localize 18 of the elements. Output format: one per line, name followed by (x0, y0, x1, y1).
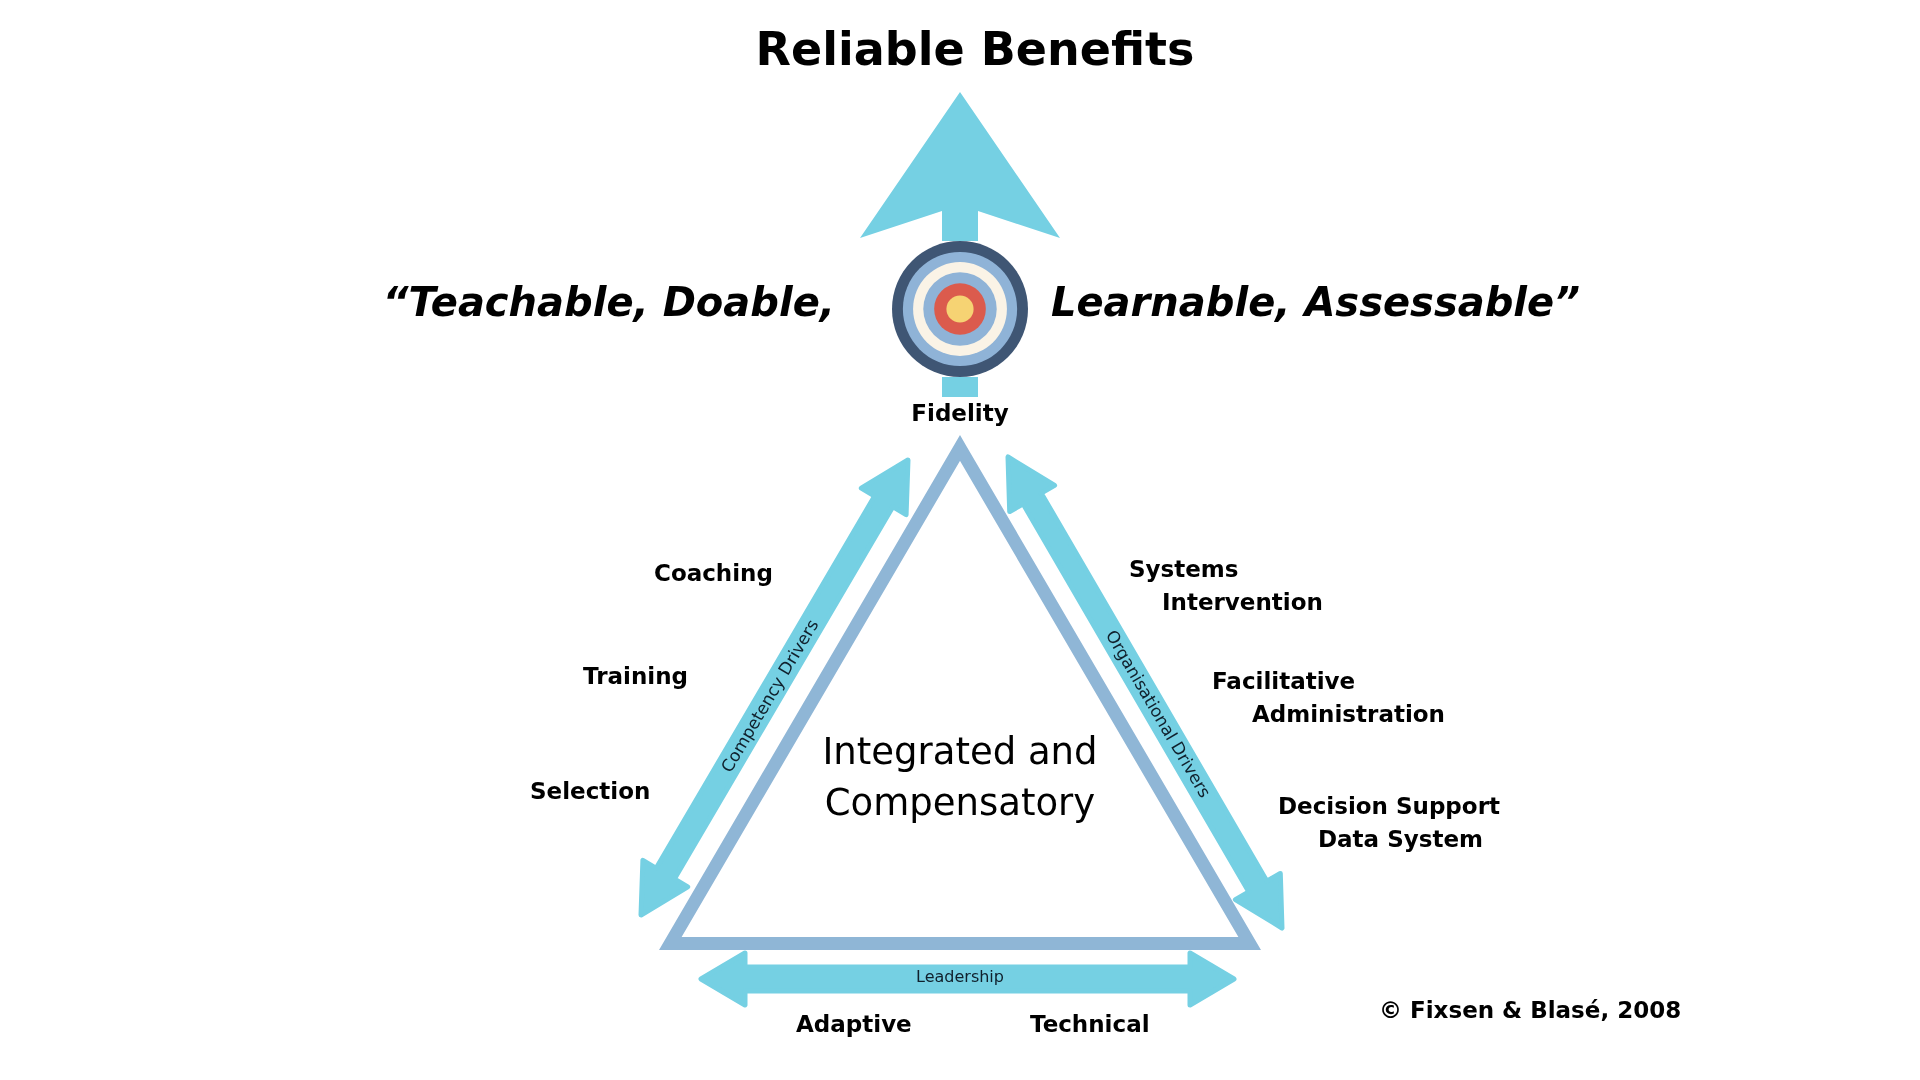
text-label: Fidelity (911, 397, 1009, 430)
component-label: Coaching (654, 558, 773, 588)
component-label: Training (583, 661, 688, 691)
component-label: Systems Intervention (1129, 554, 1324, 617)
component-label: Facilitative Administration (1212, 666, 1446, 729)
heading: Reliable Benefits (755, 14, 1195, 84)
center-text: Integrated and Compensatory (821, 729, 1099, 826)
target-icon (892, 241, 1028, 377)
arrow-label: Leadership (916, 967, 1004, 987)
component-label: Decision Support Data System (1278, 791, 1501, 854)
component-label: Adaptive (796, 1009, 912, 1039)
component-label: Selection (530, 776, 651, 806)
quote-text: “Teachable, Doable, (382, 278, 835, 326)
component-label: Technical (1030, 1009, 1150, 1039)
block-arrow (860, 92, 1060, 241)
quote-text: Learnable, Assessable” (1051, 278, 1580, 326)
credit-text: © Fixsen & Blasé, 2008 (1379, 995, 1682, 1025)
connector-bar (942, 377, 978, 397)
